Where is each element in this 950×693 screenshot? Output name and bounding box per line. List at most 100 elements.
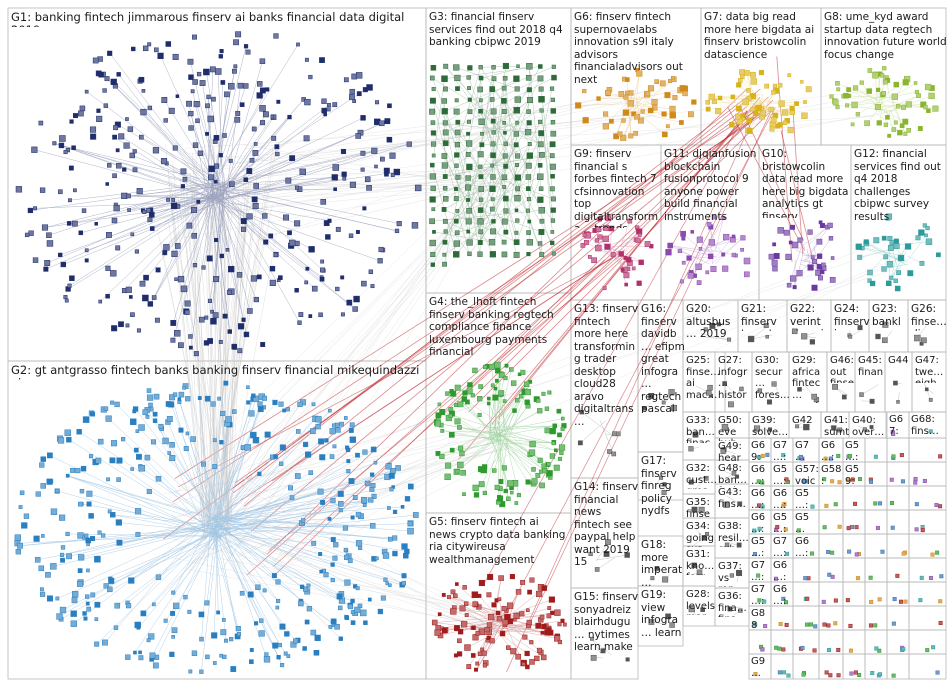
node-g1[interactable] xyxy=(166,198,169,201)
node-g40[interactable] xyxy=(870,425,873,428)
node-g1[interactable] xyxy=(257,81,262,86)
node-g2[interactable] xyxy=(343,526,348,531)
node-g1[interactable] xyxy=(192,35,196,39)
node-g3[interactable] xyxy=(465,185,471,191)
node-g2[interactable] xyxy=(154,394,159,399)
node-g2[interactable] xyxy=(200,637,204,641)
node-g3[interactable] xyxy=(466,219,472,225)
node-g3[interactable] xyxy=(430,174,436,180)
node-g4[interactable] xyxy=(502,466,507,471)
node-g2[interactable] xyxy=(371,447,376,452)
node-g1[interactable] xyxy=(342,172,347,177)
node-g3[interactable] xyxy=(503,154,508,159)
node-g9[interactable] xyxy=(603,236,609,242)
node-g6[interactable] xyxy=(673,95,678,100)
node-g33[interactable] xyxy=(693,432,698,437)
node-g26[interactable] xyxy=(914,335,920,341)
node-g3[interactable] xyxy=(539,131,544,136)
node-g2[interactable] xyxy=(316,424,321,429)
node-g3[interactable] xyxy=(538,197,544,203)
node-g2[interactable] xyxy=(320,570,323,573)
node-g8[interactable] xyxy=(924,105,928,109)
node-g2[interactable] xyxy=(72,598,77,603)
node-g1[interactable] xyxy=(215,69,221,75)
node-g6[interactable] xyxy=(625,78,629,82)
node-g2[interactable] xyxy=(277,655,281,659)
node-g1[interactable] xyxy=(275,152,279,156)
node-g1[interactable] xyxy=(234,65,237,68)
node-g2[interactable] xyxy=(286,407,290,411)
node-g5[interactable] xyxy=(478,652,482,656)
node-g3[interactable] xyxy=(515,87,520,92)
node-g4[interactable] xyxy=(445,463,451,469)
node-g2[interactable] xyxy=(240,591,244,595)
node-g2[interactable] xyxy=(91,593,95,597)
node-g5[interactable] xyxy=(520,580,524,584)
node-g5[interactable] xyxy=(499,576,504,581)
node-g1[interactable] xyxy=(324,113,327,116)
node-g3[interactable] xyxy=(479,109,483,113)
node-g6[interactable] xyxy=(660,81,665,86)
node-g45[interactable] xyxy=(870,399,874,403)
node-small-group[interactable] xyxy=(935,551,939,555)
node-g4[interactable] xyxy=(547,470,553,476)
node-g2[interactable] xyxy=(273,643,278,648)
node-g1[interactable] xyxy=(344,78,348,82)
node-g1[interactable] xyxy=(175,278,178,281)
node-g2[interactable] xyxy=(402,544,408,550)
node-g2[interactable] xyxy=(35,557,40,562)
node-small-group[interactable] xyxy=(810,552,814,556)
node-small-group[interactable] xyxy=(806,597,810,601)
node-g29[interactable] xyxy=(812,394,817,399)
node-g2[interactable] xyxy=(41,483,46,488)
node-g7[interactable] xyxy=(769,107,774,112)
node-g2[interactable] xyxy=(278,643,282,647)
node-g1[interactable] xyxy=(106,294,110,298)
node-g1[interactable] xyxy=(238,83,243,88)
node-g3[interactable] xyxy=(492,131,496,135)
node-g6[interactable] xyxy=(662,132,667,137)
node-g3[interactable] xyxy=(526,63,532,69)
node-g1[interactable] xyxy=(59,136,65,142)
node-g2[interactable] xyxy=(24,514,29,519)
node-g2[interactable] xyxy=(139,425,145,431)
node-g3[interactable] xyxy=(479,186,484,191)
node-g2[interactable] xyxy=(331,619,336,624)
node-g2[interactable] xyxy=(274,455,278,459)
node-g1[interactable] xyxy=(356,230,359,233)
node-g3[interactable] xyxy=(539,96,545,102)
node-g2[interactable] xyxy=(298,601,303,606)
node-g12[interactable] xyxy=(905,244,911,250)
node-g1[interactable] xyxy=(300,169,306,175)
node-g7[interactable] xyxy=(736,83,741,88)
node-g3[interactable] xyxy=(432,87,436,91)
node-g5[interactable] xyxy=(442,628,447,633)
node-g6[interactable] xyxy=(692,100,697,105)
node-g1[interactable] xyxy=(309,246,315,252)
node-g20[interactable] xyxy=(727,338,731,342)
node-g7[interactable] xyxy=(706,100,710,104)
node-g10[interactable] xyxy=(798,238,803,243)
node-g1[interactable] xyxy=(181,184,185,188)
node-g1[interactable] xyxy=(223,134,227,138)
node-g11[interactable] xyxy=(678,249,682,253)
node-g9[interactable] xyxy=(632,267,635,270)
node-g4[interactable] xyxy=(499,391,504,396)
node-g5[interactable] xyxy=(561,619,565,623)
node-g1[interactable] xyxy=(319,313,323,317)
node-g2[interactable] xyxy=(363,621,367,625)
node-small-group[interactable] xyxy=(935,503,939,507)
node-g3[interactable] xyxy=(455,87,459,91)
node-g1[interactable] xyxy=(289,240,295,246)
node-g4[interactable] xyxy=(503,400,506,403)
node-g2[interactable] xyxy=(117,458,123,464)
node-g3[interactable] xyxy=(527,153,533,159)
node-g1[interactable] xyxy=(197,200,200,203)
node-g1[interactable] xyxy=(352,74,357,79)
node-g3[interactable] xyxy=(468,98,472,102)
node-g1[interactable] xyxy=(32,147,38,153)
node-g42[interactable] xyxy=(803,424,809,430)
node-g4[interactable] xyxy=(553,424,557,428)
node-g2[interactable] xyxy=(220,440,224,444)
node-g3[interactable] xyxy=(527,121,532,126)
